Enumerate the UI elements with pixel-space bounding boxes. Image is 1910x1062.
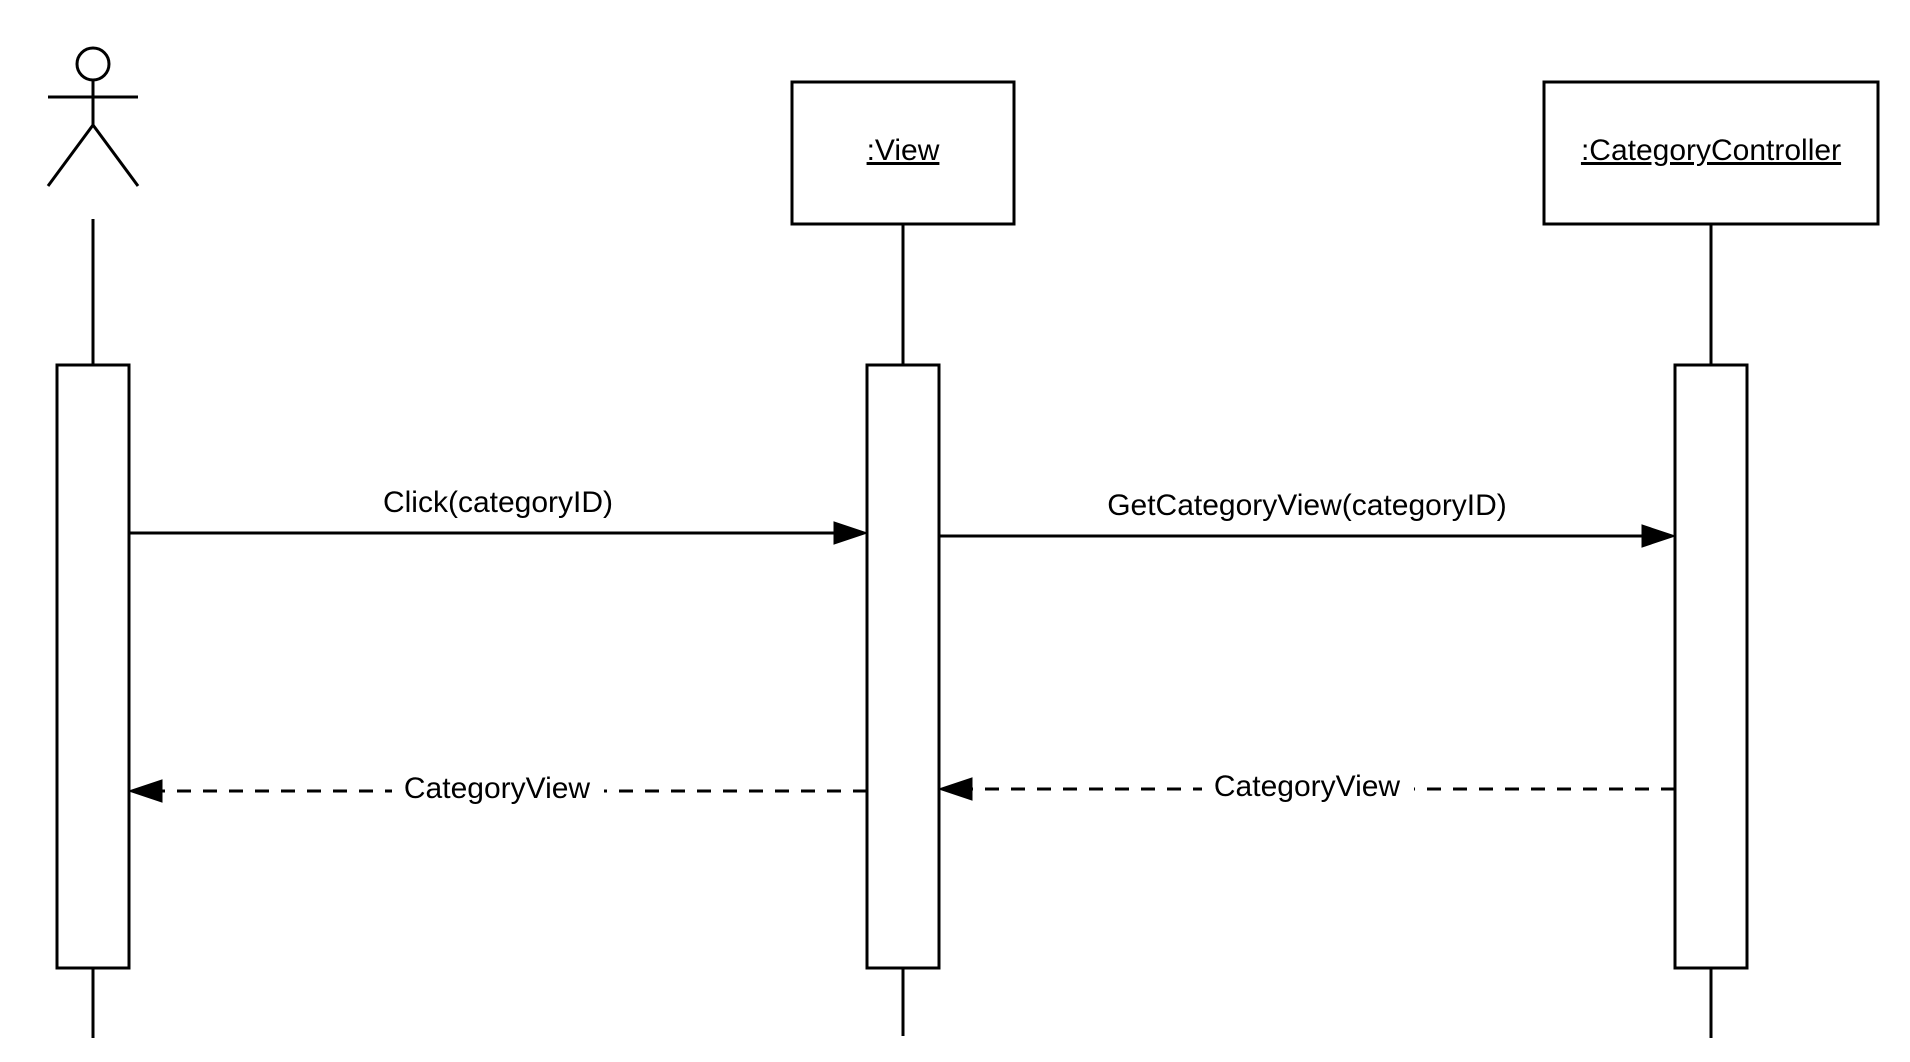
controller-object-label: :CategoryController <box>1581 134 1841 167</box>
message-get-category-view-label: GetCategoryView(categoryID) <box>1107 489 1507 522</box>
message-get-category-view-arrow <box>939 524 1677 548</box>
return-to-actor-arrow <box>127 779 867 803</box>
return-to-view-label-background <box>1202 768 1414 808</box>
return-to-view-arrow <box>937 777 1675 801</box>
view-object-box <box>790 80 1016 226</box>
actor-activation-bar <box>55 363 131 970</box>
controller-object-box <box>1542 80 1880 226</box>
actor-figure-icon <box>46 46 140 187</box>
return-to-actor-label-background <box>392 770 604 810</box>
controller-activation-bar <box>1673 363 1749 970</box>
view-activation-bar <box>865 363 941 970</box>
message-click-arrow <box>129 521 869 545</box>
message-click-label: Click(categoryID) <box>383 486 613 519</box>
view-object-label: :View <box>867 134 940 167</box>
return-to-actor-label: CategoryView <box>404 772 591 805</box>
return-to-view-label: CategoryView <box>1214 770 1401 803</box>
